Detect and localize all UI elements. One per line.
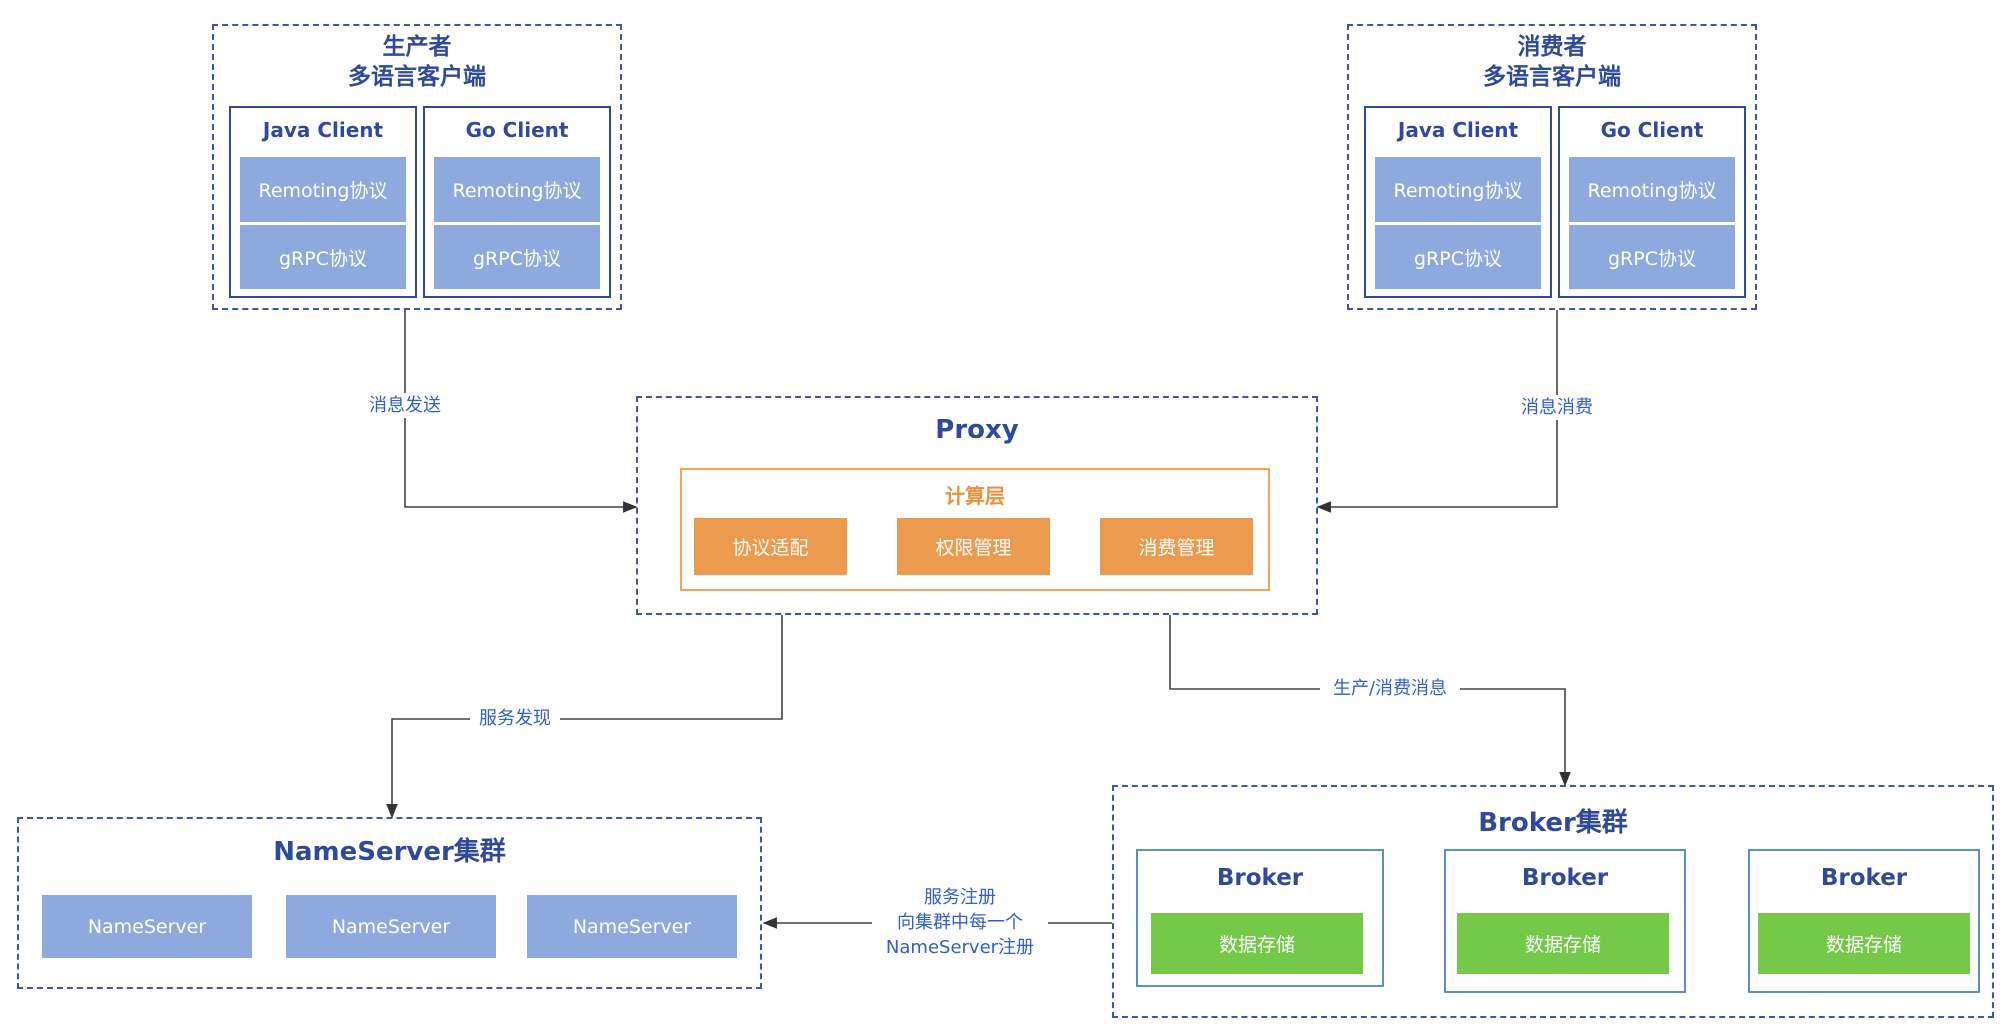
edge-label-discovery: 服务发现 (470, 706, 560, 731)
broker-cluster: Broker集群 Broker 数据存储 Broker 数据存储 Broker … (1112, 785, 1994, 1018)
edge-label-produce-consume: 生产/消费消息 (1320, 676, 1460, 701)
nameserver-node: NameServer (527, 895, 737, 958)
edge-send (404, 310, 638, 513)
broker-name: Broker (1820, 865, 1908, 891)
nameserver-node: NameServer (286, 895, 496, 958)
broker-node: Broker 数据存储 (1444, 849, 1686, 993)
protocol-remoting: Remoting协议 (434, 157, 600, 222)
consumer-title: 消费者 (1517, 34, 1587, 60)
producer-title: 生产者 (382, 34, 452, 60)
protocol-grpc: gRPC协议 (1375, 225, 1541, 289)
compute-layer: 计算层 协议适配 权限管理 消费管理 (680, 468, 1270, 591)
edge-label-send: 消息发送 (360, 393, 450, 418)
client-name: Go Client (1600, 118, 1704, 142)
nameserver-node: NameServer (42, 895, 252, 958)
consumer-subtitle: 多语言客户端 (1483, 64, 1621, 90)
producer-group: 生产者 多语言客户端 Java Client Remoting协议 gRPC协议… (212, 24, 622, 310)
data-storage: 数据存储 (1457, 913, 1669, 974)
client-name: Java Client (262, 118, 384, 142)
broker-name: Broker (1521, 865, 1609, 891)
consumer-java-client: Java Client Remoting协议 gRPC协议 (1364, 106, 1552, 298)
broker-cluster-title: Broker集群 (1478, 808, 1628, 838)
broker-node: Broker 数据存储 (1748, 849, 1980, 993)
data-storage: 数据存储 (1758, 913, 1970, 974)
protocol-remoting: Remoting协议 (1569, 157, 1735, 222)
broker-name: Broker (1216, 865, 1304, 891)
module-permission-management: 权限管理 (897, 518, 1050, 575)
edge-consume (1316, 310, 1558, 513)
producer-go-client: Go Client Remoting协议 gRPC协议 (423, 106, 611, 298)
broker-node: Broker 数据存储 (1136, 849, 1384, 987)
producer-subtitle: 多语言客户端 (348, 64, 486, 90)
edge-label-register-line2: 向集群中每一个 (872, 910, 1048, 935)
protocol-remoting: Remoting协议 (240, 157, 406, 222)
client-name: Java Client (1397, 118, 1519, 142)
edge-label-register-line1: 服务注册 (872, 885, 1048, 910)
nameserver-cluster: NameServer集群 NameServer NameServer NameS… (17, 817, 762, 989)
edge-label-consume: 消息消费 (1512, 395, 1602, 420)
producer-java-client: Java Client Remoting协议 gRPC协议 (229, 106, 417, 298)
module-consumption-management: 消费管理 (1100, 518, 1253, 575)
module-protocol-adapter: 协议适配 (694, 518, 847, 575)
compute-layer-title: 计算层 (945, 484, 1005, 508)
nameserver-cluster-title: NameServer集群 (273, 837, 506, 867)
protocol-grpc: gRPC协议 (1569, 225, 1735, 289)
proxy-title: Proxy (935, 415, 1019, 445)
edge-discovery (386, 615, 783, 819)
edge-label-register-line3: NameServer注册 (872, 935, 1048, 960)
consumer-go-client: Go Client Remoting协议 gRPC协议 (1558, 106, 1746, 298)
consumer-group: 消费者 多语言客户端 Java Client Remoting协议 gRPC协议… (1347, 24, 1757, 310)
protocol-grpc: gRPC协议 (434, 225, 600, 289)
data-storage: 数据存储 (1151, 913, 1363, 974)
client-name: Go Client (465, 118, 569, 142)
proxy-group: Proxy 计算层 协议适配 权限管理 消费管理 (636, 396, 1318, 615)
protocol-grpc: gRPC协议 (240, 225, 406, 289)
edge-label-register: 服务注册 向集群中每一个 NameServer注册 (872, 885, 1048, 960)
protocol-remoting: Remoting协议 (1375, 157, 1541, 222)
